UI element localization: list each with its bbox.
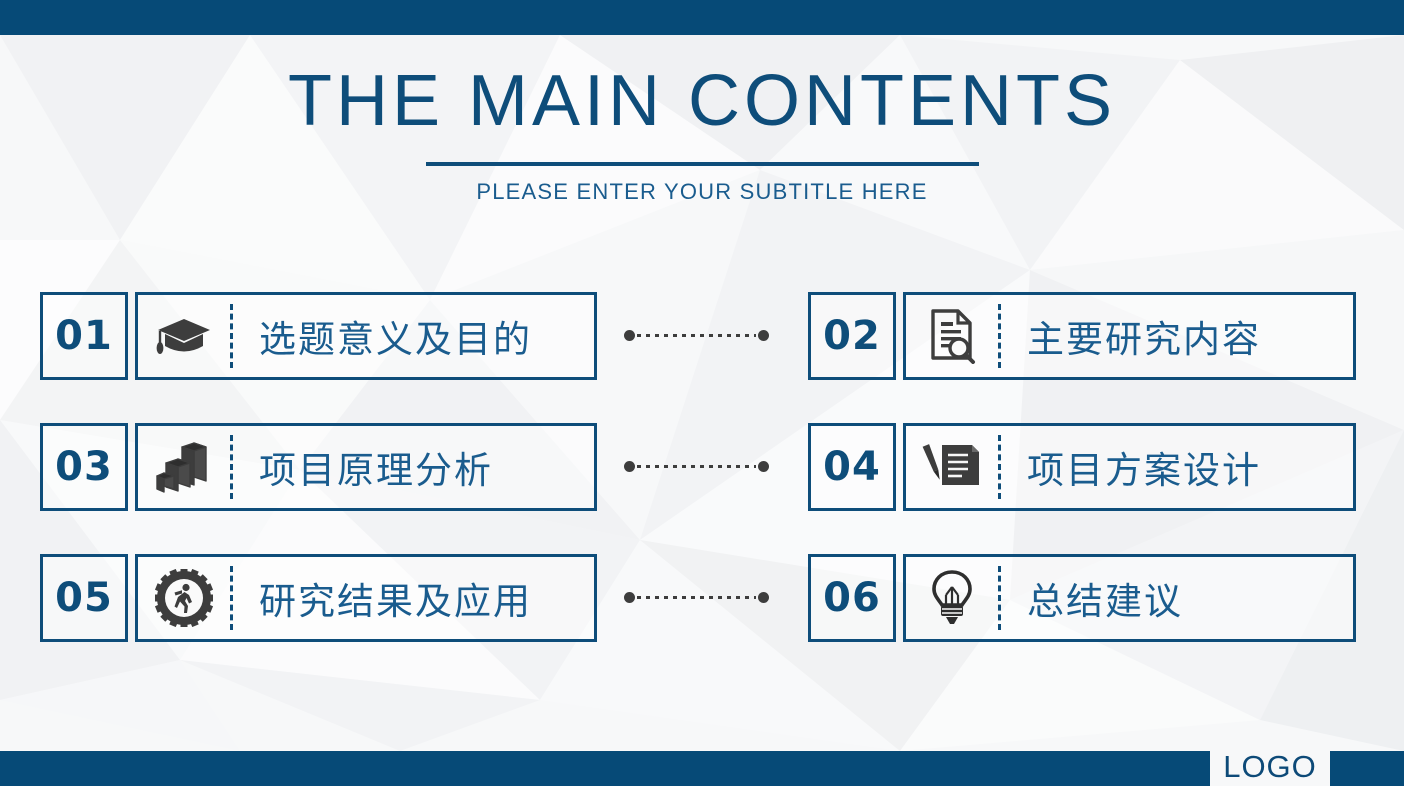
document-search-icon [906, 292, 998, 380]
connector-dotted-line [637, 333, 756, 337]
item-label: 研究结果及应用 [259, 580, 532, 623]
bottom-accent-bar-left [0, 751, 1210, 786]
item-body[interactable]: 总结建议 [903, 554, 1356, 642]
contents-row: 05 [0, 554, 1404, 642]
content-item-02[interactable]: 02 主要研究内容 [808, 292, 1356, 380]
connector-dot-right [758, 591, 769, 603]
item-body[interactable]: 研究结果及应用 [135, 554, 597, 642]
item-label: 主要研究内容 [1027, 318, 1261, 361]
lightbulb-icon [906, 554, 998, 642]
item-divider [998, 435, 1001, 499]
connector-dot-left [624, 329, 635, 341]
item-label: 项目方案设计 [1027, 449, 1261, 492]
item-body[interactable]: 项目原理分析 [135, 423, 597, 511]
page-subtitle: PLEASE ENTER YOUR SUBTITLE HERE [476, 178, 928, 204]
top-accent-bar [0, 0, 1404, 35]
item-number-badge: 04 [808, 423, 896, 511]
item-divider [230, 435, 233, 499]
item-divider [230, 566, 233, 630]
item-body[interactable]: 选题意义及目的 [135, 292, 597, 380]
connector-dot-right [758, 329, 769, 341]
item-body[interactable]: 项目方案设计 [903, 423, 1356, 511]
content-item-04[interactable]: 04 [808, 423, 1356, 511]
content-item-01[interactable]: 01 选题意义及目的 [40, 292, 597, 380]
item-number-badge: 02 [808, 292, 896, 380]
pen-document-icon [906, 423, 998, 511]
row-connector [624, 590, 769, 604]
bar-chart-3d-icon [138, 423, 230, 511]
item-divider [998, 304, 1001, 368]
item-divider [998, 566, 1001, 630]
item-body[interactable]: 主要研究内容 [903, 292, 1356, 380]
connector-dotted-line [637, 464, 756, 468]
content-item-06[interactable]: 06 [808, 554, 1356, 642]
logo: LOGO [1223, 749, 1317, 784]
item-label: 选题意义及目的 [259, 318, 532, 361]
contents-row: 01 选题意义及目的 02 [0, 292, 1404, 380]
connector-dot-left [624, 460, 635, 472]
contents-row: 03 [0, 423, 1404, 511]
row-connector [624, 459, 769, 473]
contents-grid: 01 选题意义及目的 02 [0, 292, 1404, 685]
content-item-03[interactable]: 03 [40, 423, 597, 511]
bottom-accent-bar-right [1330, 751, 1404, 786]
item-number-badge: 03 [40, 423, 128, 511]
item-label: 总结建议 [1027, 580, 1183, 623]
gear-person-icon [138, 554, 230, 642]
row-connector [624, 328, 769, 342]
item-label: 项目原理分析 [259, 449, 493, 492]
connector-dot-left [624, 591, 635, 603]
slide-header: THE MAIN CONTENTS PLEASE ENTER YOUR SUBT… [0, 61, 1404, 205]
graduation-cap-icon [138, 292, 230, 380]
content-item-05[interactable]: 05 [40, 554, 597, 642]
item-divider [230, 304, 233, 368]
connector-dot-right [758, 460, 769, 472]
item-number-badge: 01 [40, 292, 128, 380]
item-number-badge: 05 [40, 554, 128, 642]
title-underline [425, 161, 979, 166]
page-title: THE MAIN CONTENTS [287, 61, 1116, 141]
connector-dotted-line [637, 595, 756, 599]
item-number-badge: 06 [808, 554, 896, 642]
